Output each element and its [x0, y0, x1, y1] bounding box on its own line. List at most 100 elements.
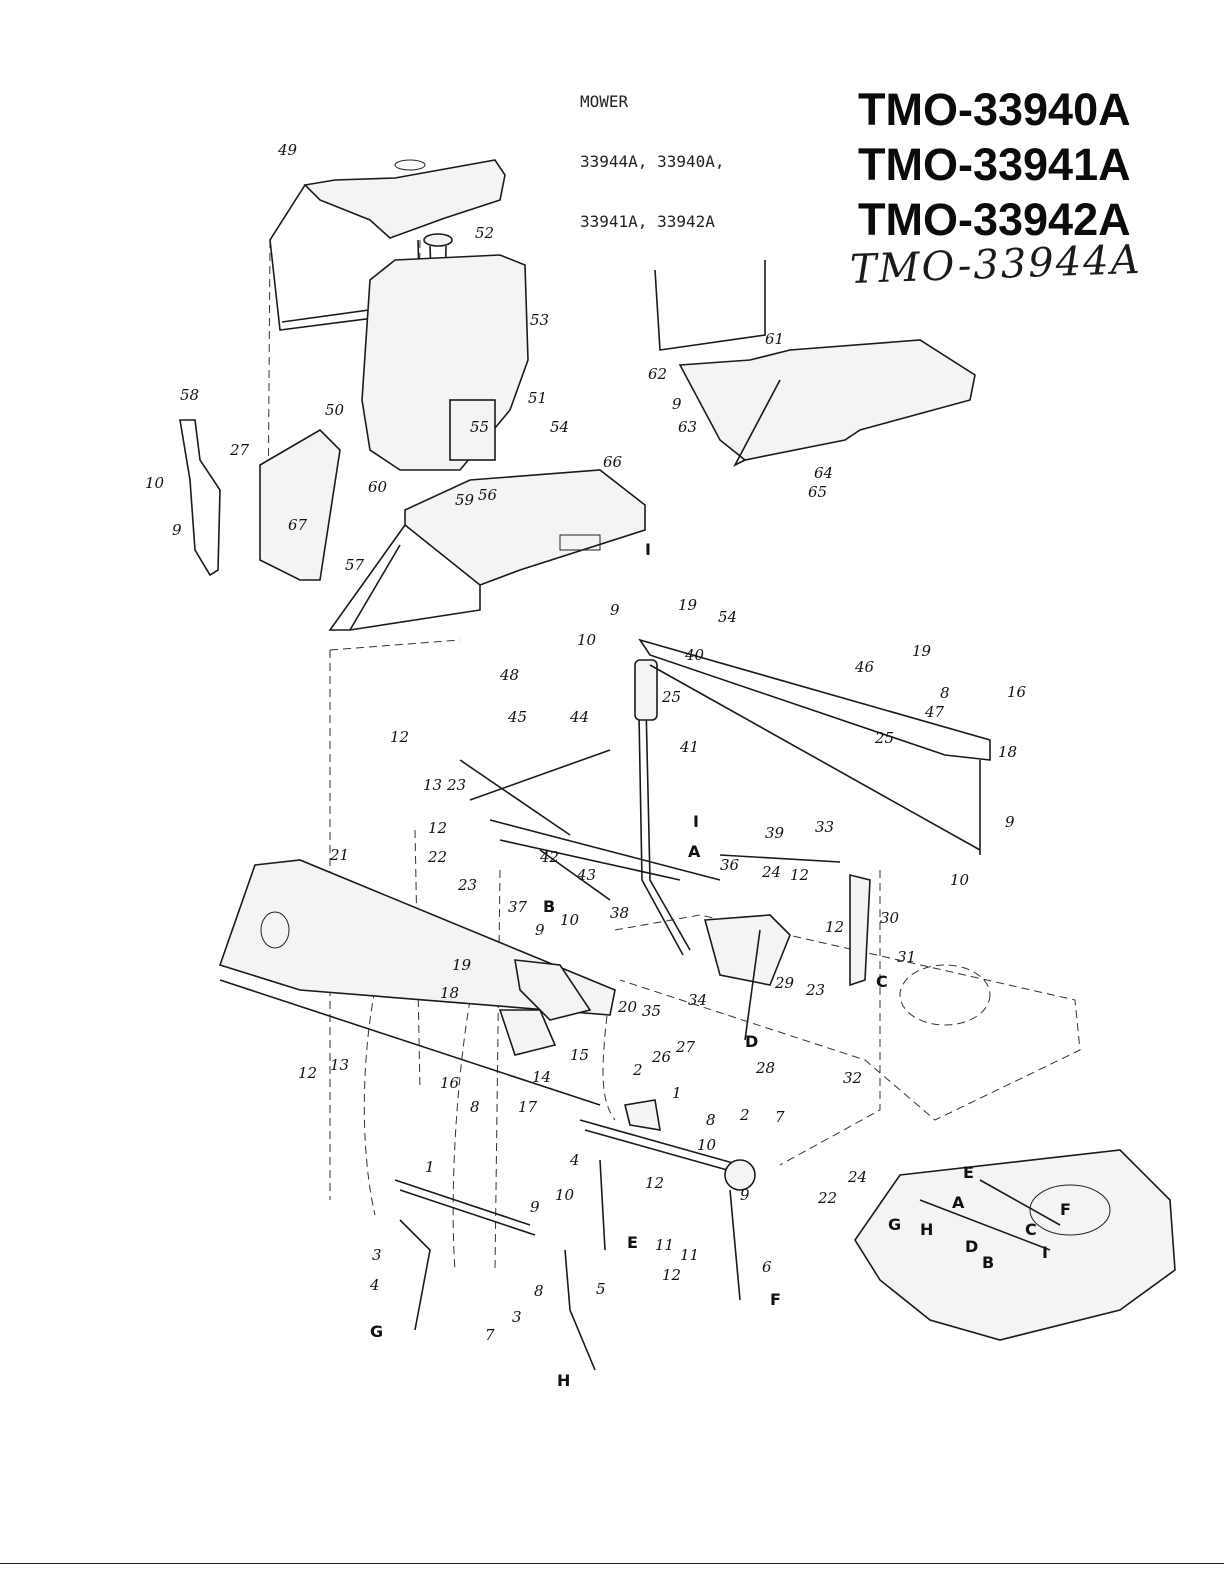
side-bracket — [179, 419, 341, 581]
callout: 10 — [577, 631, 597, 649]
dashboard-frame — [328, 469, 646, 631]
callout: 25 — [874, 729, 894, 747]
callout: 43 — [576, 866, 596, 884]
ref-letter: I — [693, 812, 699, 831]
callout: 8 — [940, 684, 950, 702]
callout: 38 — [610, 904, 629, 922]
callout: 12 — [662, 1266, 681, 1284]
product-label: MOWER — [580, 92, 629, 111]
ref-letter: D — [745, 1032, 758, 1051]
sector-plate — [498, 959, 592, 1056]
callout: 9 — [1005, 813, 1015, 831]
callout: 8 — [470, 1098, 480, 1116]
steering-lever — [634, 659, 691, 956]
callout: 13 — [423, 776, 442, 794]
callout: 51 — [528, 389, 547, 407]
callout: 11 — [655, 1236, 674, 1254]
callout: 3 — [512, 1308, 522, 1326]
callout: 66 — [603, 453, 623, 471]
pivot-assembly — [703, 873, 871, 1041]
model-line-2: 33941A, 33942A — [580, 212, 715, 231]
callout: 29 — [774, 974, 795, 992]
callout: 10 — [560, 911, 580, 929]
ref-letter: E — [627, 1233, 638, 1252]
ref-letter: B — [982, 1253, 994, 1272]
ref-letter: A — [952, 1193, 965, 1212]
ref-letter: F — [1060, 1200, 1071, 1219]
model-number-list: TMO-33940A TMO-33941A TMO-33942A TMO-339… — [849, 82, 1142, 293]
ref-letter: C — [876, 972, 888, 991]
ref-letter: I — [645, 540, 651, 559]
ref-letter: F — [770, 1290, 781, 1309]
callout: 23 — [805, 981, 825, 999]
reference-letters: I I A B C D E F G H E A G H C D B F I — [370, 540, 1071, 1390]
callout: 52 — [475, 224, 494, 242]
callout: 67 — [288, 516, 308, 534]
cutting-deck — [854, 1149, 1176, 1341]
callout: 31 — [897, 948, 916, 966]
callout: 21 — [329, 846, 349, 864]
springs — [459, 759, 841, 863]
callout: 54 — [550, 418, 569, 436]
callout: 3 — [372, 1246, 382, 1264]
callout: 12 — [428, 819, 447, 837]
callout: 24 — [761, 863, 781, 881]
callout: 18 — [998, 743, 1017, 761]
callout: 44 — [569, 708, 589, 726]
ref-letter: A — [688, 842, 701, 861]
callout: 26 — [651, 1048, 672, 1066]
bottom-rule — [0, 1563, 1224, 1564]
callout: 17 — [518, 1098, 538, 1116]
callout: 53 — [530, 311, 549, 329]
callout: 23 — [446, 776, 466, 794]
main-frame-rail — [218, 859, 616, 1106]
callout: 30 — [880, 909, 900, 927]
callout: 8 — [534, 1282, 544, 1300]
callout: 41 — [679, 738, 699, 756]
callout: 1 — [425, 1158, 435, 1176]
callout: 64 — [814, 464, 833, 482]
callout: 9 — [610, 601, 620, 619]
callout: 46 — [854, 658, 875, 676]
ref-letter: E — [963, 1163, 974, 1182]
callout: 9 — [672, 395, 682, 413]
callout: 40 — [684, 646, 705, 664]
callout: 45 — [507, 708, 527, 726]
callout: 54 — [718, 608, 737, 626]
callout: 28 — [755, 1059, 775, 1077]
callout: 16 — [440, 1074, 460, 1092]
ref-letter: G — [370, 1322, 383, 1341]
callout: 62 — [648, 365, 667, 383]
callout: 7 — [485, 1326, 495, 1344]
callout: 42 — [539, 848, 559, 866]
callout: 23 — [457, 876, 477, 894]
callout: 19 — [678, 596, 698, 614]
callout: 25 — [661, 688, 681, 706]
ref-letter: C — [1025, 1220, 1037, 1239]
callout: 1 — [672, 1084, 682, 1102]
callout: 12 — [645, 1174, 664, 1192]
callout: 6 — [762, 1258, 772, 1276]
callout: 55 — [470, 418, 489, 436]
callout: 9 — [172, 521, 182, 539]
callout: 36 — [720, 856, 740, 874]
ref-letter: I — [1042, 1243, 1048, 1262]
callout: 39 — [765, 824, 785, 842]
callout: 24 — [847, 1168, 867, 1186]
callout: 12 — [790, 866, 809, 884]
callout: 10 — [145, 474, 165, 492]
callout: 22 — [427, 848, 447, 866]
callout: 58 — [180, 386, 199, 404]
callout: 10 — [555, 1186, 575, 1204]
callout: 8 — [706, 1111, 716, 1129]
model-number-1: TMO-33940A — [858, 84, 1131, 135]
callout: 7 — [775, 1108, 785, 1126]
callout: 10 — [950, 871, 970, 889]
linkage-rods — [469, 749, 721, 901]
callout: 13 — [330, 1056, 349, 1074]
callout: 33 — [815, 818, 834, 836]
callout: 32 — [843, 1069, 862, 1087]
callout: 63 — [678, 418, 697, 436]
ref-letter: H — [920, 1220, 933, 1239]
